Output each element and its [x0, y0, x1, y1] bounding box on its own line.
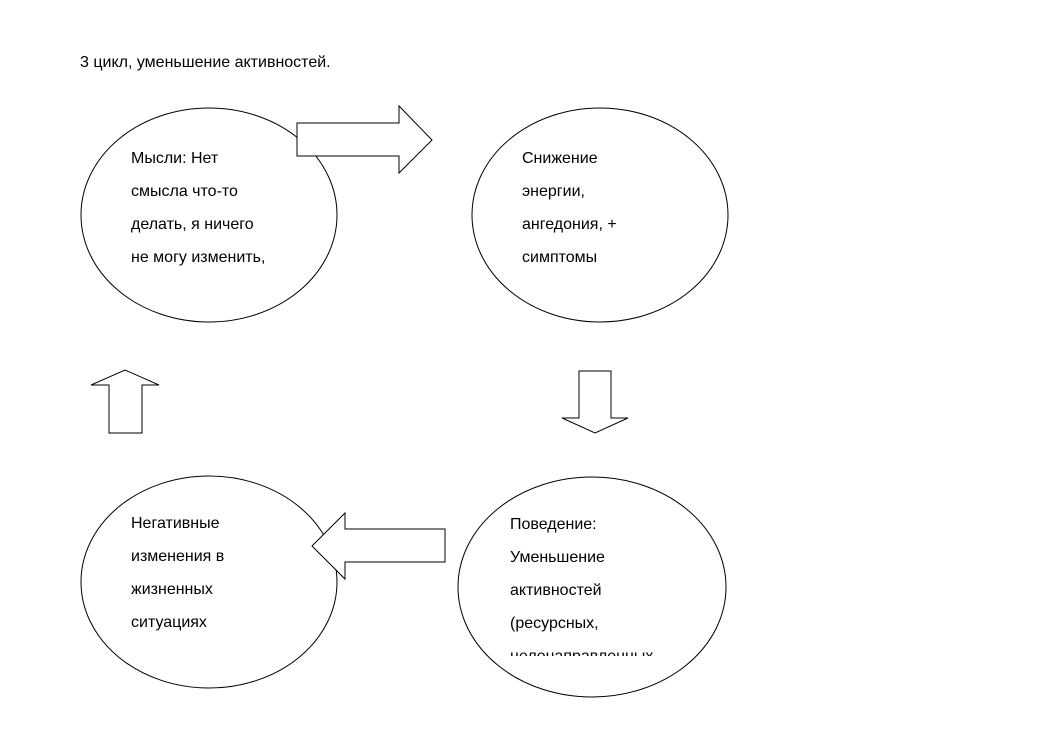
- node-behavior-clip: Поведение: Уменьшение активностей (ресур…: [505, 508, 705, 656]
- node-thoughts-line: не могу изменить,: [131, 249, 266, 266]
- node-energy-line: энергии,: [522, 183, 585, 200]
- node-behavior-line: (ресурсных,: [510, 615, 599, 632]
- node-behavior-line: активностей: [510, 582, 602, 599]
- node-energy-line: ангедония, +: [522, 216, 617, 233]
- node-behavior-ellipse: [457, 476, 727, 698]
- node-negative-text: Негативные изменения в жизненных ситуаци…: [131, 507, 224, 639]
- arrow-up: [90, 369, 160, 434]
- node-energy-ellipse: [471, 107, 729, 323]
- node-negative-line: Негативные: [131, 515, 220, 532]
- node-energy-line: Снижение: [522, 150, 598, 167]
- node-energy-text: Снижение энергии, ангедония, + симптомы: [522, 142, 617, 274]
- node-thoughts-line: смысла что-то: [131, 183, 238, 200]
- arrow-down: [561, 370, 629, 434]
- node-behavior-line: Поведение:: [510, 516, 597, 533]
- node-thoughts-line: делать, я ничего: [131, 216, 254, 233]
- node-negative-line: жизненных: [131, 581, 213, 598]
- node-negative-line: изменения в: [131, 548, 225, 565]
- node-thoughts-line: Мысли: Нет: [131, 150, 219, 167]
- arrow-left: [311, 511, 446, 581]
- node-behavior-line: Уменьшение: [510, 549, 605, 566]
- node-behavior-line: целенаправленных: [510, 640, 653, 656]
- node-energy-line: симптомы: [522, 249, 598, 266]
- node-negative-ellipse: [80, 475, 338, 689]
- page-title: 3 цикл, уменьшение активностей.: [80, 54, 331, 71]
- arrow-right: [296, 104, 433, 175]
- node-thoughts-ellipse: [80, 107, 338, 323]
- node-behavior-text: Поведение: Уменьшение активностей (ресур…: [510, 508, 653, 656]
- node-negative-line: ситуациях: [131, 614, 207, 631]
- node-thoughts-text: Мысли: Нет смысла что-то делать, я ничег…: [131, 142, 265, 274]
